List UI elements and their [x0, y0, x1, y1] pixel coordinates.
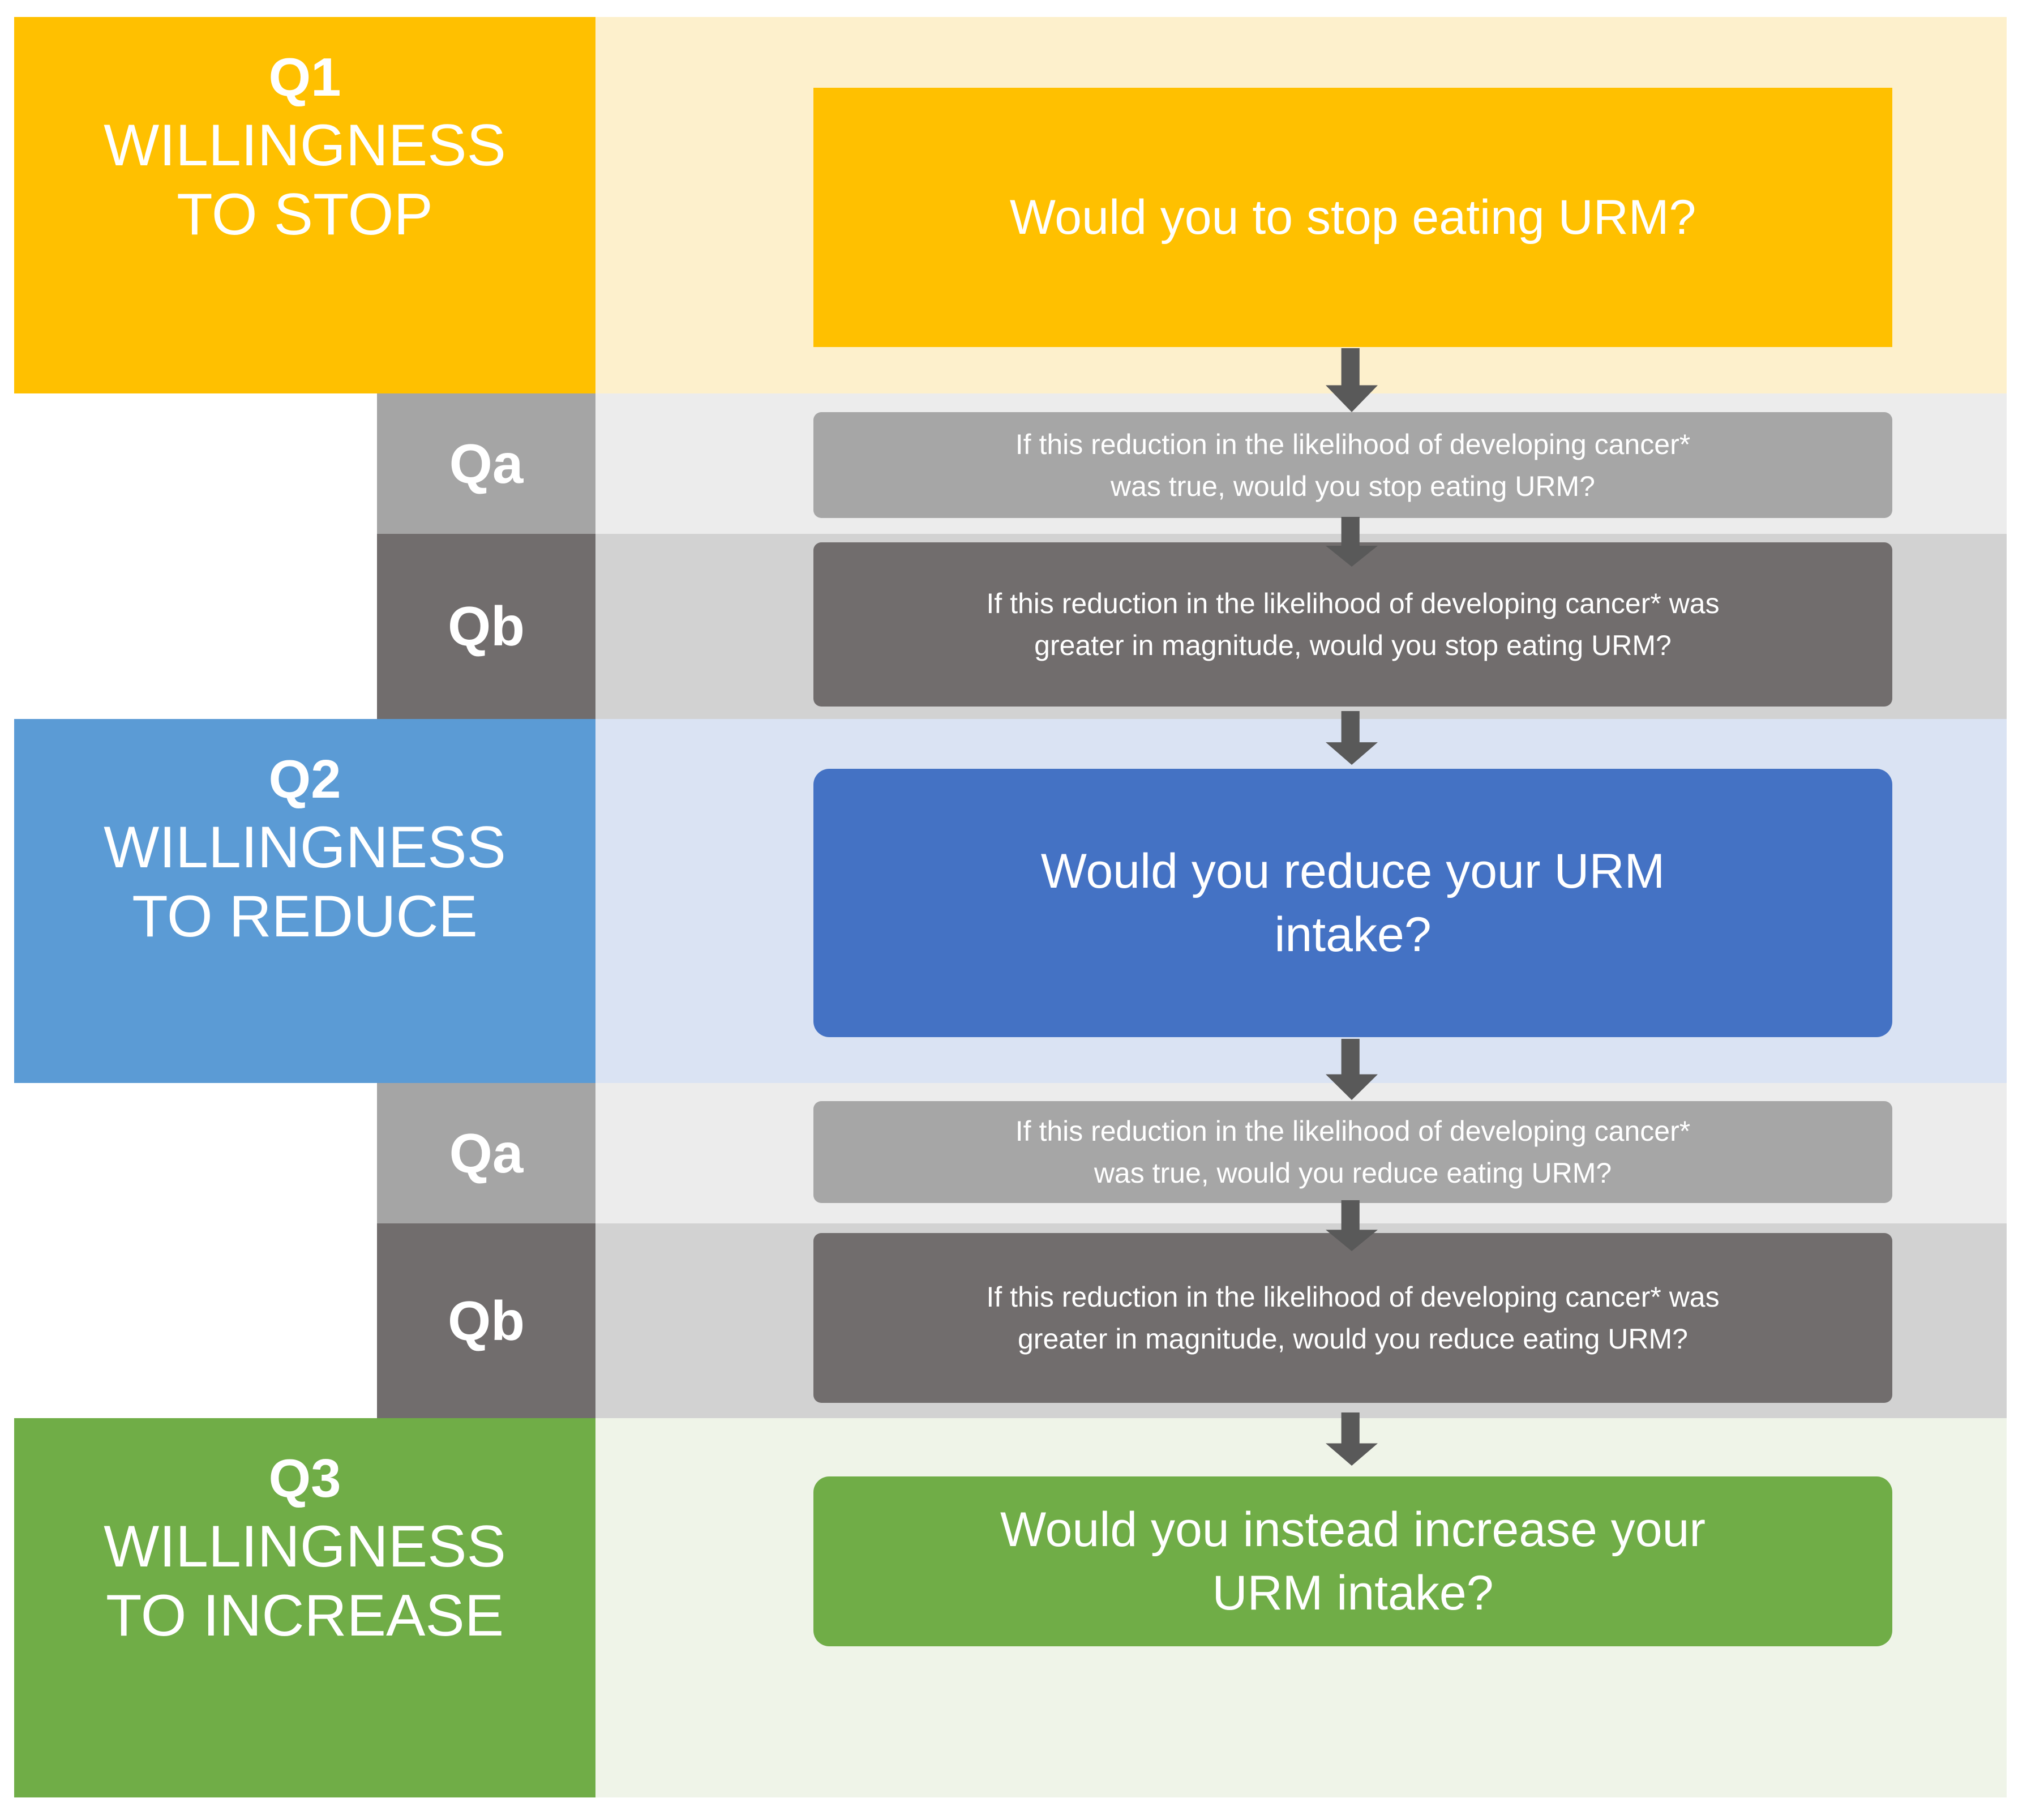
question-text-line: If this reduction in the likelihood of d… — [1015, 428, 1691, 460]
section-label-q3: Q3 WILLINGNESS TO INCREASE — [14, 1418, 595, 1797]
sub-label-q1-qa: Qa — [377, 393, 595, 534]
sub-question-box-q2-qb: If this reduction in the likelihood of d… — [813, 1233, 1892, 1403]
main-question-box-q1: Would you to stop eating URM? — [813, 88, 1892, 347]
sub-code: Qb — [447, 595, 525, 657]
section-title-line1: WILLINGNESS — [104, 113, 506, 178]
question-text-line: If this reduction in the likelihood of d… — [986, 588, 1720, 619]
main-question-box-q2: Would you reduce your URM intake? — [813, 769, 1892, 1037]
question-text-line: Would you to stop eating URM? — [1009, 190, 1696, 245]
section-label-q1: Q1 WILLINGNESS TO STOP — [14, 17, 595, 393]
sub-label-q2-qb: Qb — [377, 1223, 595, 1418]
section-code-q2: Q2 — [268, 749, 341, 810]
question-text-line: was true, would you stop eating URM? — [1111, 470, 1595, 502]
main-question-box-q3: Would you instead increase your URM inta… — [813, 1476, 1892, 1646]
section-code-q1: Q1 — [268, 47, 341, 108]
question-text-line: If this reduction in the likelihood of d… — [986, 1281, 1720, 1313]
section-title-line2: TO INCREASE — [105, 1583, 504, 1649]
sub-code: Qa — [449, 432, 524, 495]
question-text-line: If this reduction in the likelihood of d… — [1015, 1115, 1691, 1147]
section-title-line1: WILLINGNESS — [104, 815, 506, 880]
sub-question-box-q1-qb: If this reduction in the likelihood of d… — [813, 542, 1892, 707]
section-title-line2: TO STOP — [177, 182, 433, 247]
section-code-q3: Q3 — [268, 1448, 341, 1509]
sub-label-q2-qa: Qa — [377, 1083, 595, 1223]
sub-code: Qa — [449, 1121, 524, 1184]
question-text-line: Would you instead increase your — [1000, 1502, 1706, 1557]
question-text-line: greater in magnitude, would you reduce e… — [1017, 1323, 1688, 1355]
question-text-line: greater in magnitude, would you stop eat… — [1034, 630, 1672, 661]
question-text-line: intake? — [1274, 907, 1432, 962]
question-text-line: was true, would you reduce eating URM? — [1094, 1157, 1612, 1189]
question-text-line: Would you reduce your URM — [1040, 844, 1665, 898]
sub-label-q1-qb: Qb — [377, 534, 595, 719]
sub-question-box-q2-qa: If this reduction in the likelihood of d… — [813, 1101, 1892, 1203]
section-title-line1: WILLINGNESS — [104, 1514, 506, 1579]
sub-code: Qb — [447, 1289, 525, 1352]
question-text-line: URM intake? — [1212, 1566, 1494, 1620]
sub-question-box-q1-qa: If this reduction in the likelihood of d… — [813, 412, 1892, 518]
section-label-q2: Q2 WILLINGNESS TO REDUCE — [14, 719, 595, 1083]
section-title-line2: TO REDUCE — [132, 884, 478, 949]
